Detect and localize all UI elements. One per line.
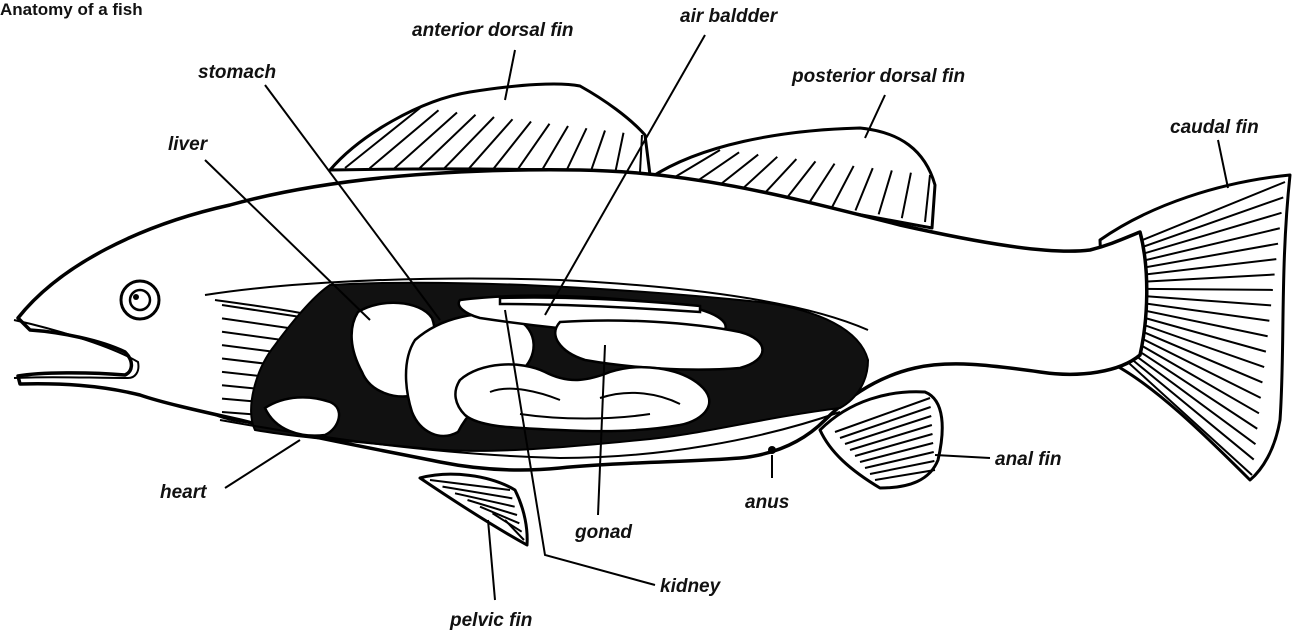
label-air-bladder: air baldder (680, 6, 779, 27)
label-kidney: kidney (660, 576, 722, 597)
label-anal-fin: anal fin (995, 449, 1062, 470)
label-gonad: gonad (574, 522, 632, 543)
label-liver: liver (168, 134, 209, 155)
diagram-title: Anatomy of a fish (0, 0, 143, 19)
anterior-dorsal-fin (330, 84, 650, 175)
eye (121, 281, 159, 319)
label-posterior-dorsal-fin: posterior dorsal fin (791, 66, 965, 87)
pelvic-fin (420, 474, 527, 545)
label-heart: heart (160, 482, 207, 503)
anus-opening (768, 446, 776, 454)
label-anterior-dorsal-fin: anterior dorsal fin (412, 20, 574, 41)
leader-caudal-fin (1218, 140, 1228, 188)
leader-anal-fin (935, 455, 990, 458)
leader-pelvic-fin (488, 520, 495, 600)
leader-heart (225, 440, 300, 488)
label-stomach: stomach (198, 62, 276, 83)
label-anus: anus (745, 492, 789, 513)
label-caudal-fin: caudal fin (1170, 117, 1259, 138)
label-pelvic-fin: pelvic fin (449, 610, 532, 631)
